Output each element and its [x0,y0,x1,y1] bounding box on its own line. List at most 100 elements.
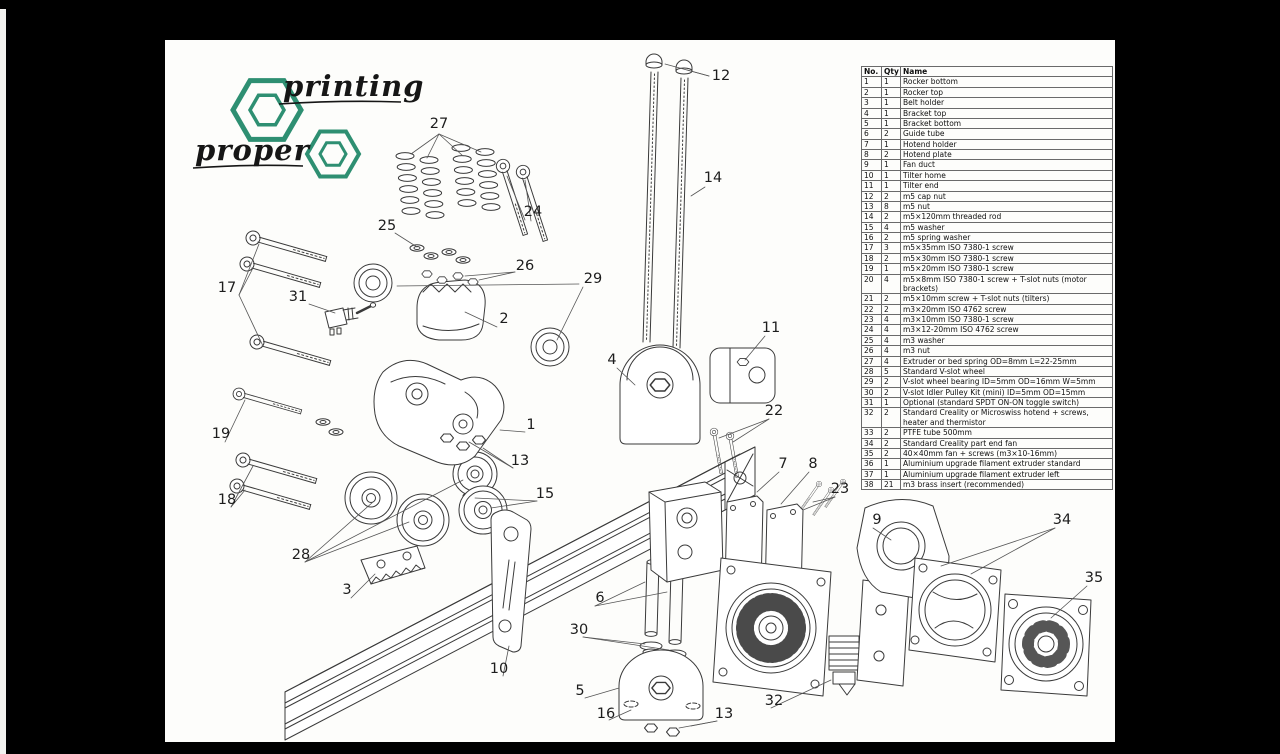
callout-14: 14 [704,170,722,186]
callout-26: 26 [516,258,534,274]
part-name: m5 spring washer [900,231,1113,244]
part-no: 9 [861,159,882,171]
part-name: m3×10mm ISO 7380-1 screw [900,313,1113,326]
part-qty: 2 [881,293,901,305]
carriage-blower-fan [712,557,832,697]
callout-16: 16 [597,706,615,722]
part-name: m3 brass insert (recommended) [900,478,1113,491]
part-qty: 1 [881,159,901,171]
callout-25: 25 [378,218,396,234]
callout-19: 19 [212,426,230,442]
part-qty: 4 [881,324,901,336]
part-no: 8 [861,148,882,161]
rocker-top [416,279,486,341]
part-qty: 2 [881,386,901,399]
part-qty: 1 [881,458,901,470]
creality-end-fan [908,557,1002,663]
header-name: Name [900,65,1113,78]
m3-washers-nuts [409,244,479,286]
callout-28: 28 [292,547,310,563]
bracket-top [619,344,701,445]
part-no: 6 [861,128,882,140]
callout-34: 34 [1053,512,1071,528]
document-canvas: 12 14 27 24 25 26 29 17 31 2 11 4 1 19 1… [165,40,1115,742]
part-qty: 21 [881,478,901,491]
part-qty: 1 [881,76,901,88]
callout-17: 17 [218,280,236,296]
belt-holder [360,545,426,585]
part-name: 40×40mm fan + screws (m3×10-16mm) [900,447,1113,460]
part-name: m5×120mm threaded rod [900,211,1113,223]
part-no: 34 [861,437,882,449]
callout-13a: 13 [511,453,529,469]
part-name: Belt holder [900,97,1113,109]
part-no: 36 [861,458,882,470]
part-name: Standard Creality part end fan [900,437,1113,449]
part-name: Bracket bottom [900,117,1113,130]
part-no: 7 [861,138,882,151]
callout-5: 5 [575,683,584,699]
part-qty: 1 [881,97,901,109]
part-name: Tilter end [900,180,1113,192]
left-edge-artifact [0,9,6,754]
callout-15: 15 [536,486,554,502]
part-qty: 5 [881,365,901,378]
part-no: 32 [861,407,882,429]
toggle-switch [324,302,377,336]
part-qty: 2 [881,148,901,161]
part-qty: 2 [881,407,901,429]
callout-29: 29 [584,271,602,287]
part-no: 13 [861,200,882,213]
part-name: m5×10mm screw + T-slot nuts (tilters) [900,293,1113,305]
callout-22: 22 [765,403,783,419]
part-no: 30 [861,386,882,399]
part-name: m5 washer [900,221,1113,234]
part-no: 28 [861,365,882,378]
part-qty: 4 [881,273,901,295]
exploded-assembly-diagram: 12 14 27 24 25 26 29 17 31 2 11 4 1 19 1… [212,53,1103,741]
part-qty: 2 [881,437,901,449]
part-name: Optional (standard SPDT ON-ON toggle swi… [900,396,1113,409]
hotend-holder [648,481,724,583]
part-no: 11 [861,180,882,192]
part-qty: 1 [881,396,901,409]
part-name: Bracket top [900,107,1113,119]
part-no: 19 [861,263,882,275]
part-name: m3×12-20mm ISO 4762 screw [900,324,1113,336]
callout-8: 8 [808,456,817,472]
part-name: m5 nut [900,200,1113,213]
part-name: m3×20mm ISO 4762 screw [900,303,1113,316]
threaded-rods [642,53,693,349]
part-qty: 1 [881,138,901,151]
logo-hexagon-small-inner [318,141,348,167]
part-qty: 4 [881,221,901,234]
tilter-end [709,347,776,404]
part-no: 21 [861,293,882,305]
callout-23: 23 [831,481,849,497]
v-slot-wheel-bearings [353,263,570,367]
part-qty: 1 [881,468,901,481]
logo-word-proper: proper [195,133,312,167]
